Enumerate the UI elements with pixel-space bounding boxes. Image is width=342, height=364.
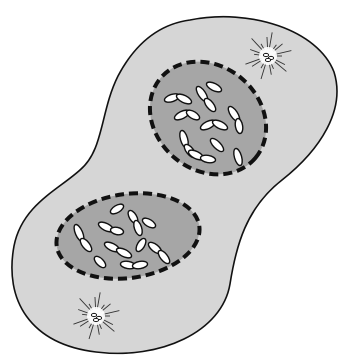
- centriole: [265, 58, 270, 61]
- centriole: [91, 313, 96, 316]
- centriole: [93, 318, 98, 321]
- centriole: [263, 53, 268, 56]
